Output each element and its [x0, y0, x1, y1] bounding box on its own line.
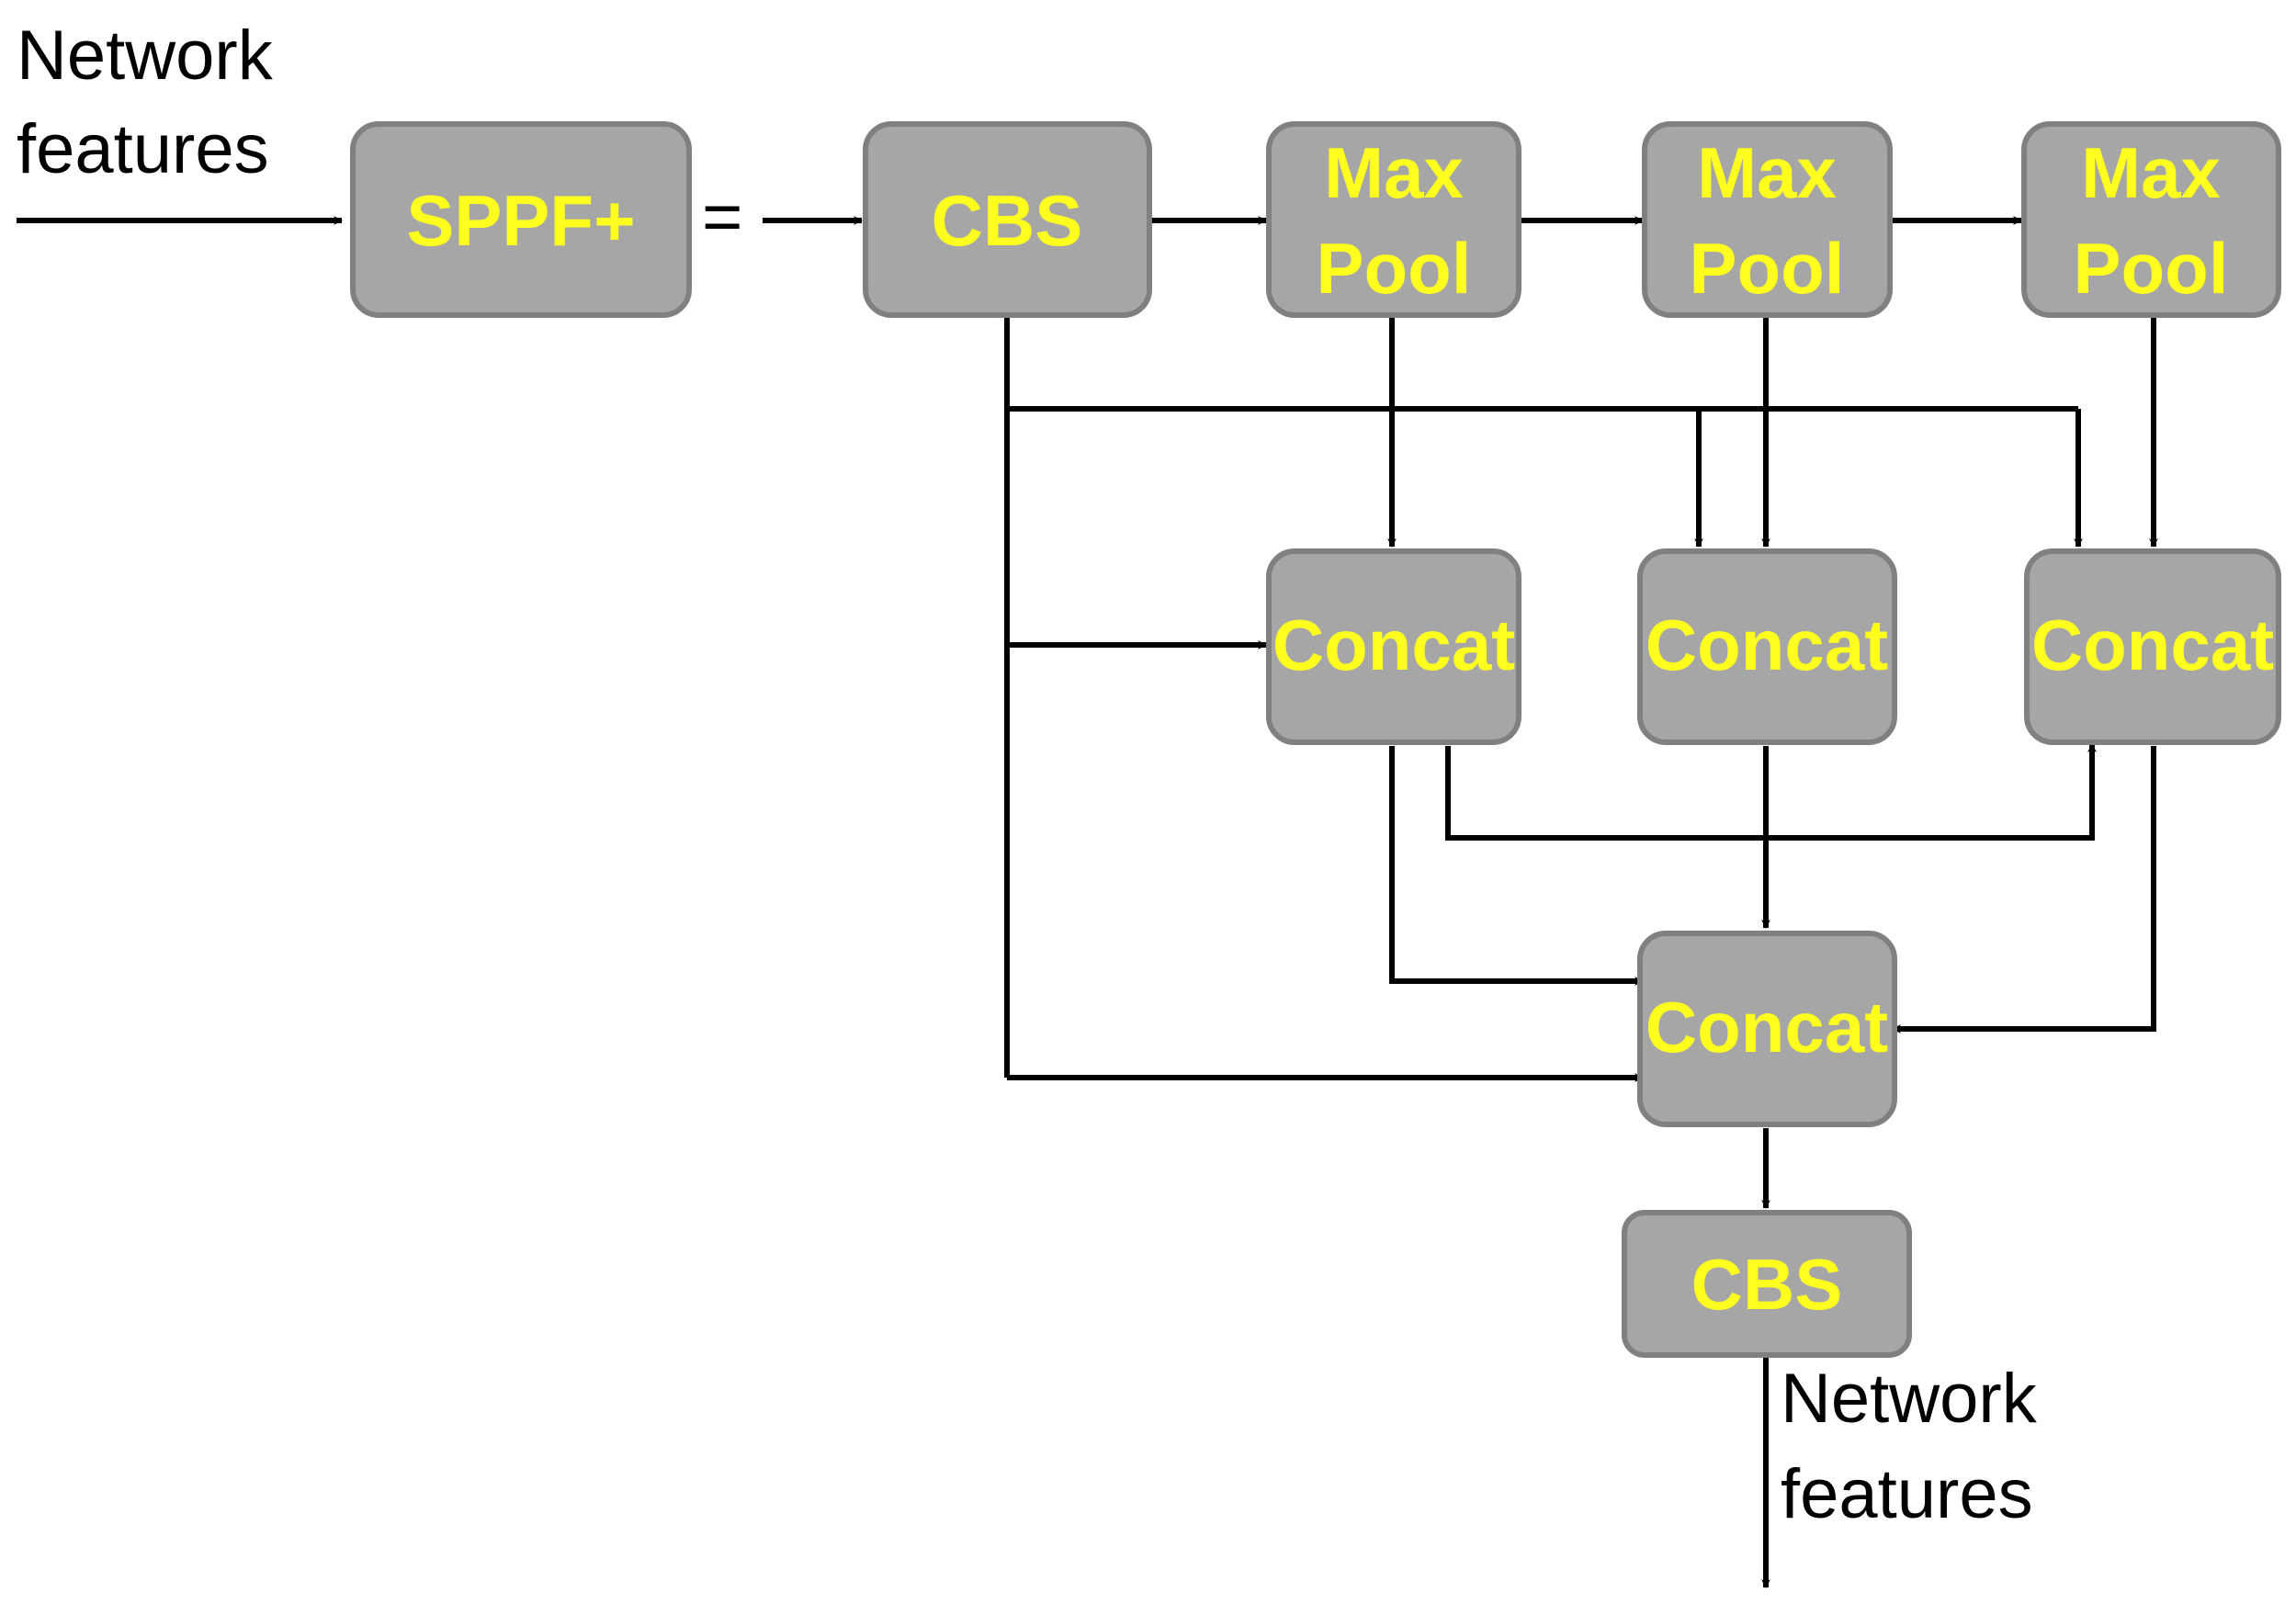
edge-concat-1-to-concat-final	[1389, 746, 1644, 986]
concat-2-block: Concat	[1637, 548, 1897, 745]
output-label-line-1: Network	[1781, 1360, 2038, 1438]
concat-1-block: Concat	[1266, 548, 1521, 745]
edge-concat-1-to-concat-3	[1445, 743, 2097, 841]
input-label-line-2: features	[17, 110, 269, 188]
input-label-line-1: Network	[17, 17, 274, 95]
maxpool-1-label-line-2: Pool	[1317, 228, 1472, 309]
maxpool-3-label-line-1: Max	[2081, 132, 2221, 213]
maxpool-1-label-line-1: Max	[1324, 132, 1464, 213]
concat-final-block: Concat	[1637, 931, 1897, 1127]
concat-1-label: Concat	[1272, 604, 1515, 685]
maxpool-2-label-line-1: Max	[1697, 132, 1837, 213]
concat-2-label: Concat	[1646, 604, 1888, 685]
maxpool-2-label-line-2: Pool	[1690, 228, 1845, 309]
concat-3-label: Concat	[2031, 604, 2274, 685]
cbs-top-label: CBS	[932, 180, 1083, 261]
cbs-bottom-block: CBS	[1622, 1210, 1912, 1358]
edge-concat-3-to-concat-final	[1892, 746, 2156, 1034]
sppf-plus-block: SPPF+	[350, 121, 692, 318]
output-label-line-2: features	[1781, 1455, 2033, 1533]
sppf-plus-label: SPPF+	[406, 180, 635, 261]
cbs-bottom-label: CBS	[1691, 1244, 1843, 1325]
cbs-top-block: CBS	[863, 121, 1152, 318]
maxpool-3-block: Max Pool	[2021, 121, 2281, 318]
equals-sign: =	[702, 178, 742, 256]
maxpool-1-block: Max Pool	[1266, 121, 1521, 318]
concat-3-block: Concat	[2024, 548, 2281, 745]
maxpool-2-block: Max Pool	[1642, 121, 1893, 318]
maxpool-3-label-line-2: Pool	[2074, 228, 2229, 309]
output-label: Network features	[1781, 1360, 2038, 1533]
connections	[17, 216, 2158, 1588]
concat-final-label: Concat	[1646, 987, 1888, 1067]
input-label: Network features	[17, 17, 274, 188]
